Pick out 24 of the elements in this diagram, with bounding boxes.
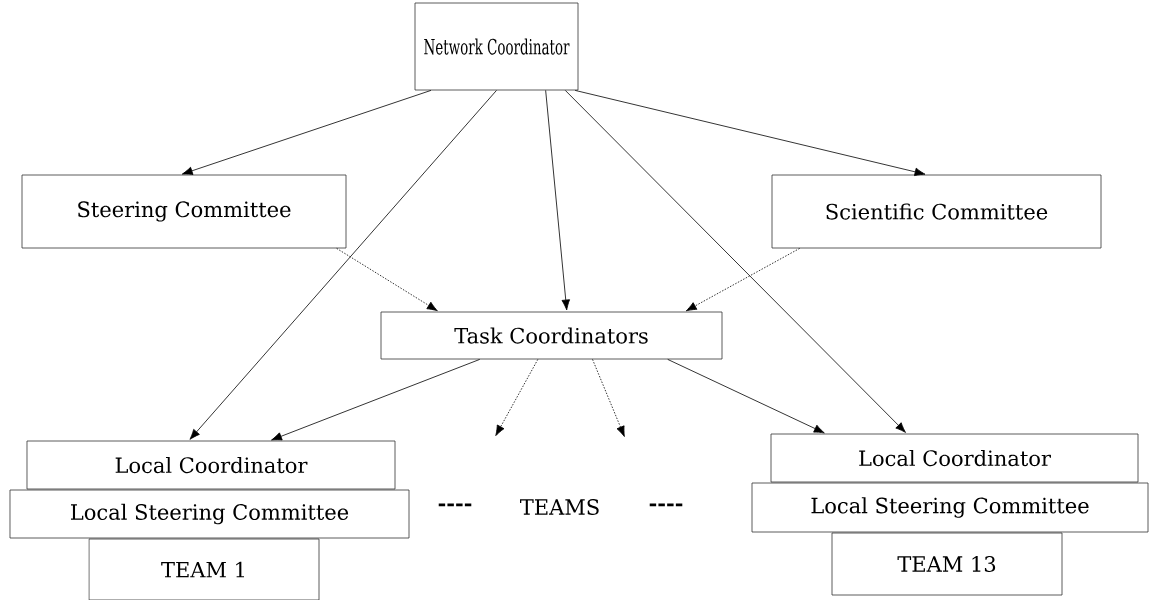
box: TEAM 1 [88, 538, 320, 600]
box: Network Coordinator [414, 2, 579, 91]
arrow [592, 359, 625, 437]
box: Local Coordinator [26, 440, 396, 490]
label: ---- [438, 503, 472, 507]
box: Local Steering Committee [9, 489, 410, 539]
label: ---- [649, 503, 683, 507]
arrow [336, 248, 438, 312]
box: Scientific Committee [771, 174, 1102, 249]
box: Local Coordinator [770, 433, 1139, 483]
arrow [685, 248, 801, 312]
box: TEAM 13 [831, 532, 1063, 596]
arrow [545, 90, 570, 311]
arrow [495, 359, 539, 436]
arrow [271, 359, 481, 441]
arrow [181, 90, 432, 175]
arrow [189, 90, 497, 440]
box: Task Coordinators [380, 311, 723, 360]
box: Local Steering Committee [751, 482, 1149, 533]
arrow [564, 90, 906, 433]
arrow [574, 90, 926, 176]
label: TEAMS [520, 499, 599, 515]
arrow [667, 359, 825, 434]
box: Steering Committee [21, 174, 347, 249]
